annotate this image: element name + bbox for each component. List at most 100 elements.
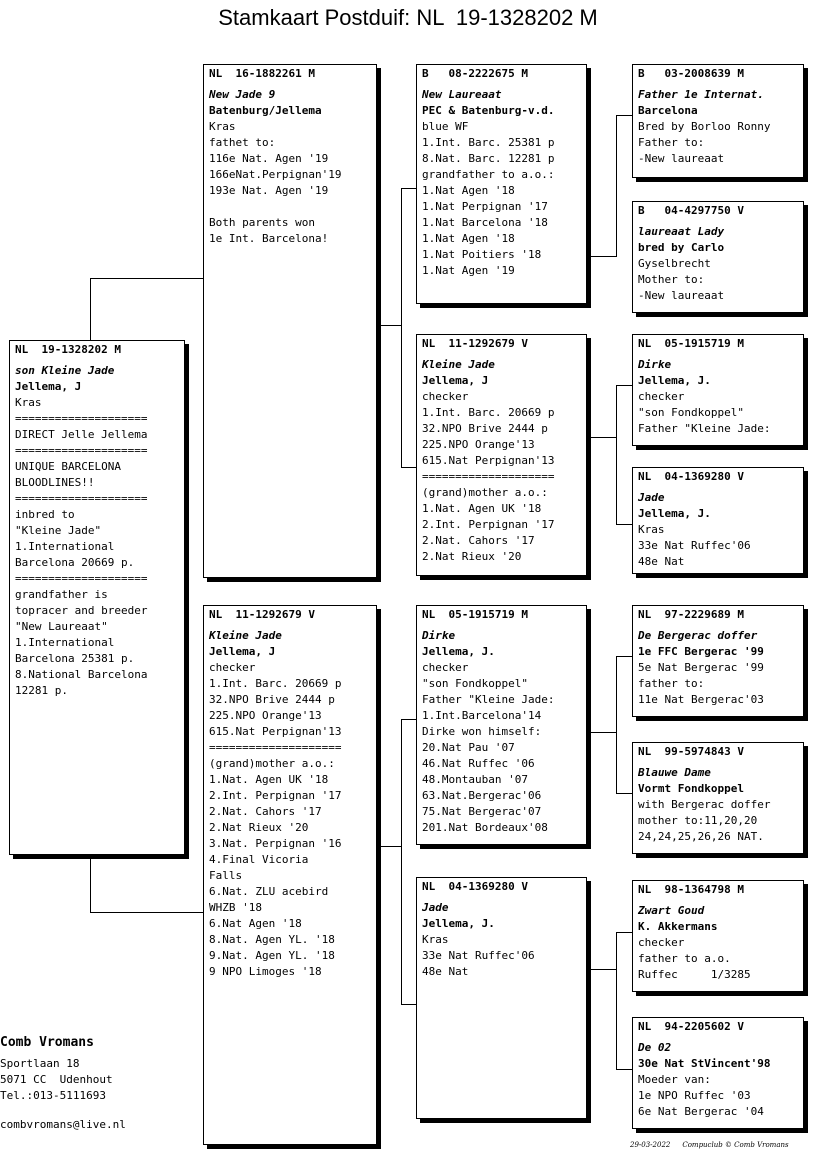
connector-line xyxy=(380,325,402,326)
card-text-line: 1.International xyxy=(15,540,115,553)
card-text-line: 2.Nat Rieux '20 xyxy=(209,821,309,834)
card-text-line: 48e Nat xyxy=(422,965,469,978)
card-text-line: ==================== xyxy=(422,470,555,483)
ring-number: NL 19-1328202 M xyxy=(15,343,121,356)
ring-number: B 03-2008639 M xyxy=(638,67,744,80)
pigeon-name: Dirke xyxy=(422,629,456,642)
card-text-line: with Bergerac doffer xyxy=(638,798,771,811)
owner-email: combvromans@live.nl xyxy=(0,1118,126,1131)
pigeon-card-sire: NL 16-1882261 M New Jade 9 Batenburg/Jelle… xyxy=(203,64,377,578)
card-text-line: 11e Nat Bergerac'03 xyxy=(638,693,764,706)
card-text-line: 1.Int. Barc. 20669 p xyxy=(422,406,555,419)
ring-number: NL 04-1369280 V xyxy=(422,880,528,893)
card-text-line: Falls xyxy=(209,869,243,882)
connector-line xyxy=(616,115,617,257)
pigeon-card-dam-dam-sire: NL 98-1364798 M Zwart Goud K. Akkermans che… xyxy=(632,880,804,992)
footer-credit: Compuclub © Comb Vromans xyxy=(682,1141,789,1149)
breeder-line: Batenburg/Jellema xyxy=(209,104,322,117)
ring-number: NL 98-1364798 M xyxy=(638,883,744,896)
card-text-line: 2.Nat. Cahors '17 xyxy=(209,805,322,818)
ring-number: NL 11-1292679 V xyxy=(422,337,528,350)
card-text-line: 9.Nat. Agen YL. '18 xyxy=(209,949,335,962)
pigeon-name: Zwart Goud xyxy=(638,904,705,917)
card-text-line: mother to:11,20,20 xyxy=(638,814,758,827)
card-text-line: checker xyxy=(209,661,256,674)
connector-line xyxy=(590,437,617,438)
card-text-line: blue WF xyxy=(422,120,469,133)
card-text-line: 166eNat.Perpignan'19 xyxy=(209,168,342,181)
card-text-line: ==================== xyxy=(15,492,148,505)
card-text-line: 2.Int. Perpignan '17 xyxy=(422,518,555,531)
card-text-line: WHZB '18 xyxy=(209,901,262,914)
card-text-line: 6e Nat Bergerac '04 xyxy=(638,1105,764,1118)
card-text-line: 2.Nat Rieux '20 xyxy=(422,550,522,563)
card-text-line: 6.Nat Agen '18 xyxy=(209,917,302,930)
card-text-line: "son Fondkoppel" xyxy=(638,406,744,419)
breeder-line: Jellema, J. xyxy=(638,507,711,520)
card-text-line: 8.Nat. Barc. 12281 p xyxy=(422,152,555,165)
card-text-line: Kras xyxy=(15,396,42,409)
pigeon-name: Kleine Jade xyxy=(422,358,495,371)
breeder-line: K. Akkermans xyxy=(638,920,718,933)
card-text-line: 116e Nat. Agen '19 xyxy=(209,152,329,165)
card-text-line: father to a.o. xyxy=(638,952,731,965)
pigeon-name: Kleine Jade xyxy=(209,629,282,642)
connector-line xyxy=(616,1069,633,1070)
card-text-line xyxy=(209,199,376,215)
pigeon-name: New Jade 9 xyxy=(209,88,276,101)
connector-line xyxy=(616,115,633,116)
breeder-line: 1e FFC Bergerac '99 xyxy=(638,645,764,658)
card-text-line: 20.Nat Pau '07 xyxy=(422,741,515,754)
owner-city: 5071 CC Udenhout xyxy=(0,1073,113,1086)
card-text-line: ==================== xyxy=(15,572,148,585)
owner-block: Comb Vromans Sportlaan 18 5071 CC Udenho… xyxy=(0,1034,126,1133)
card-text-line: 1.Int. Barc. 25381 p xyxy=(422,136,555,149)
pigeon-name: Jade xyxy=(638,491,665,504)
card-text-line: 8.National Barcelona xyxy=(15,668,148,681)
card-text-line: 225.NPO Orange'13 xyxy=(422,438,535,451)
breeder-line: bred by Carlo xyxy=(638,241,725,254)
card-text-line: (grand)mother a.o.: xyxy=(422,486,548,499)
connector-line xyxy=(90,912,205,913)
ring-number: NL 16-1882261 M xyxy=(209,67,315,80)
card-text-line: inbred to xyxy=(15,508,75,521)
connector-line xyxy=(401,719,402,1005)
card-text-line: 1.Nat Agen '18 xyxy=(422,232,515,245)
ring-number: NL 11-1292679 V xyxy=(209,608,315,621)
card-text-line: 225.NPO Orange'13 xyxy=(209,709,322,722)
pigeon-name: Blauwe Dame xyxy=(638,766,711,779)
card-text-line: 1.Nat Perpignan '17 xyxy=(422,200,548,213)
card-text-line: 9 NPO Limoges '18 xyxy=(209,965,322,978)
card-text-line: 1.International xyxy=(15,636,115,649)
card-text-line: ==================== xyxy=(15,412,148,425)
pigeon-name: son Kleine Jade xyxy=(15,364,115,377)
card-text-line: Barcelona 20669 p. xyxy=(15,556,135,569)
card-text-line: Mother to: xyxy=(638,273,705,286)
breeder-line: Jellema, J xyxy=(422,374,489,387)
card-text-line: checker xyxy=(638,936,685,949)
card-text-line: checker xyxy=(638,390,685,403)
pigeon-name: De Bergerac doffer xyxy=(638,629,758,642)
connector-line xyxy=(616,385,617,525)
card-text-line: 63.Nat.Bergerac'06 xyxy=(422,789,542,802)
card-text-line: DIRECT Jelle Jellema xyxy=(15,428,148,441)
card-text-line: Ruffec 1/3285 xyxy=(638,968,751,981)
card-text-line: 1.Nat. Agen UK '18 xyxy=(209,773,329,786)
connector-line xyxy=(590,256,617,257)
connector-line xyxy=(401,188,417,189)
ring-number: NL 05-1915719 M xyxy=(422,608,528,621)
card-text-line: -New laureaat xyxy=(638,152,725,165)
card-text-line: (grand)mother a.o.: xyxy=(209,757,335,770)
connector-line xyxy=(401,719,417,720)
connector-line xyxy=(616,656,617,794)
ring-number: B 08-2222675 M xyxy=(422,67,528,80)
ring-number: NL 05-1915719 M xyxy=(638,337,744,350)
card-text-line: 4.Final Vicoria xyxy=(209,853,309,866)
card-text-line: 193e Nat. Agen '19 xyxy=(209,184,329,197)
card-text-line: 1.Int. Barc. 20669 p xyxy=(209,677,342,690)
